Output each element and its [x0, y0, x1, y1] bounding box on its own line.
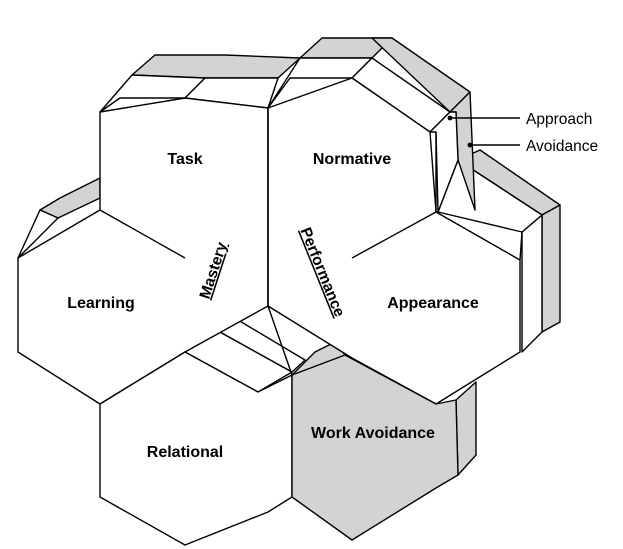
relational-label: Relational [147, 444, 223, 461]
task-learning-divider [99, 209, 186, 259]
avoidance-leader-dot [467, 142, 473, 148]
divider-lines [99, 108, 523, 376]
appearance-inner-edge [519, 231, 523, 261]
task-label: Task [167, 151, 202, 168]
learning-top-avoidance [39, 177, 101, 219]
normative-appearance-divider [351, 211, 437, 259]
normative-3d-sides [267, 37, 476, 213]
approach-leader-dot [447, 115, 453, 121]
hexagon-faces [17, 77, 521, 546]
appearance-side-approach-band [521, 214, 543, 353]
appearance-side-avoidance-band [541, 204, 561, 333]
normative-label: Normative [313, 151, 391, 168]
work-avoidance-side-avoidance [455, 381, 477, 476]
performance-approach-face [267, 77, 521, 405]
task-3d-sides [99, 54, 301, 113]
task-top-avoidance [131, 54, 301, 79]
learning-top-approach [17, 209, 59, 259]
legend: Approach Avoidance [447, 111, 598, 155]
work-avoidance-label: Work Avoidance [311, 425, 435, 442]
legend-approach: Approach [526, 111, 592, 128]
learning-3d-sides [17, 177, 101, 259]
appearance-label: Appearance [387, 295, 479, 312]
center-bottom-divider [267, 305, 293, 376]
learning-label: Learning [67, 295, 135, 312]
work-avoidance-face [291, 354, 459, 541]
legend-avoidance: Avoidance [526, 138, 598, 155]
